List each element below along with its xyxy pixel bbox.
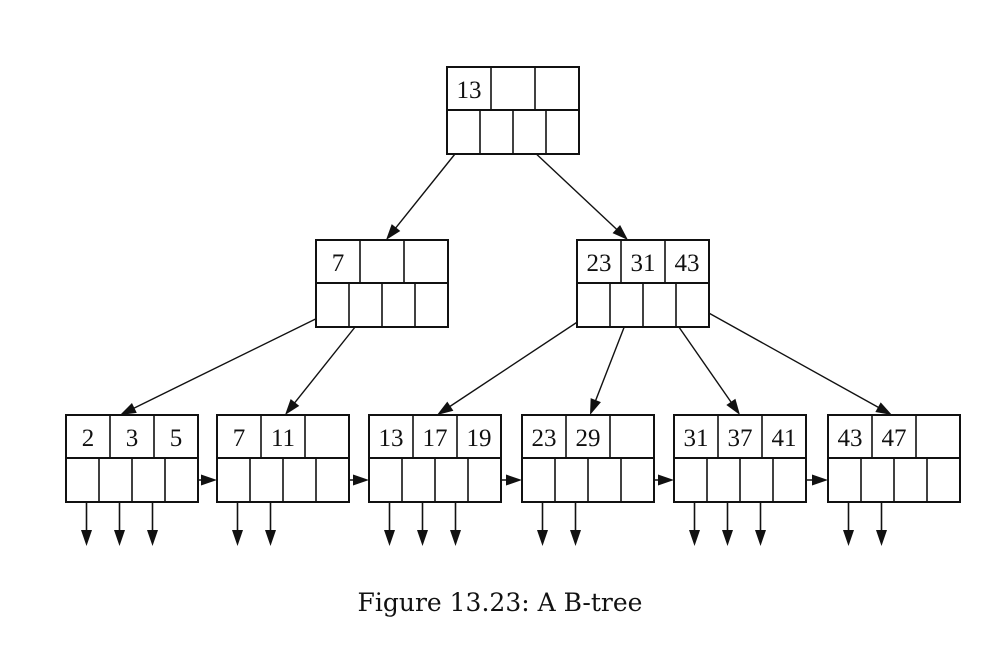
record-pointer-arrow-head xyxy=(689,530,700,546)
child-pointer-arrow-line xyxy=(697,306,882,410)
key-cell: 13 xyxy=(457,77,482,104)
key-cell: 23 xyxy=(532,425,557,452)
record-pointer-arrow-head xyxy=(81,530,92,546)
record-pointer-arrow-head xyxy=(384,530,395,546)
record-pointer-arrow-head xyxy=(537,530,548,546)
child-pointer-arrow-line xyxy=(130,306,341,411)
child-pointer-arrow-head xyxy=(875,402,892,415)
key-cell: 7 xyxy=(332,250,345,277)
child-pointer-arrow-head xyxy=(590,398,601,415)
key-cell: 43 xyxy=(675,250,700,277)
key-cell: 29 xyxy=(576,425,601,452)
key-cell: 7 xyxy=(233,425,246,452)
key-cell: 2 xyxy=(82,425,95,452)
key-cell: 31 xyxy=(631,250,656,277)
record-pointer-arrow-head xyxy=(755,530,766,546)
record-pointer-arrow-head xyxy=(417,530,428,546)
child-pointer-arrow-line xyxy=(446,306,601,409)
key-cell: 23 xyxy=(587,250,612,277)
key-cell: 37 xyxy=(728,425,753,452)
child-pointer-arrow-head xyxy=(386,224,401,240)
key-cell: 3 xyxy=(126,425,139,452)
record-pointer-arrow-head xyxy=(570,530,581,546)
key-cell: 19 xyxy=(467,425,492,452)
record-pointer-arrow-head xyxy=(843,530,854,546)
internal-node: 23 31 43 xyxy=(576,239,710,328)
child-pointer-arrow-head xyxy=(437,401,454,415)
next-leaf-arrow-head xyxy=(353,474,369,486)
child-pointer-arrow xyxy=(437,306,601,415)
figure-caption: Figure 13.23: A B-tree xyxy=(357,588,643,617)
root-node: 13 xyxy=(446,66,580,155)
child-pointer-arrow-head xyxy=(120,403,137,415)
key-cell: 13 xyxy=(379,425,404,452)
next-leaf-arrow-head xyxy=(201,474,217,486)
key-cell: 41 xyxy=(772,425,797,452)
record-pointer-arrow-head xyxy=(722,530,733,546)
key-cell: 31 xyxy=(684,425,709,452)
child-pointer-arrow-head xyxy=(726,398,740,415)
leaf-node: 43 47 xyxy=(827,414,961,503)
leaf-node: 2 3 5 xyxy=(65,414,199,503)
next-leaf-arrow-head xyxy=(506,474,522,486)
record-pointer-arrow-head xyxy=(450,530,461,546)
leaf-node: 31 37 41 xyxy=(673,414,807,503)
next-leaf-arrow-head xyxy=(812,474,828,486)
child-pointer-arrow-head xyxy=(612,225,628,240)
key-cell: 5 xyxy=(170,425,183,452)
leaf-node: 23 29 xyxy=(521,414,655,503)
leaf-node: 13 17 19 xyxy=(368,414,502,503)
leaf-node: 7 11 xyxy=(216,414,350,503)
record-pointer-arrow-head xyxy=(876,530,887,546)
key-cell: 17 xyxy=(423,425,448,452)
record-pointer-arrow-head xyxy=(232,530,243,546)
child-pointer-arrow xyxy=(120,306,341,415)
child-pointer-arrow xyxy=(697,306,892,415)
record-pointer-arrow-head xyxy=(147,530,158,546)
key-cell: 47 xyxy=(882,425,907,452)
record-pointer-arrow-head xyxy=(114,530,125,546)
child-pointer-arrow-head xyxy=(285,399,300,415)
key-cell: 43 xyxy=(838,425,863,452)
key-cell: 11 xyxy=(271,425,295,452)
internal-node: 7 xyxy=(315,239,449,328)
next-leaf-arrow-head xyxy=(658,474,674,486)
record-pointer-arrow-head xyxy=(265,530,276,546)
